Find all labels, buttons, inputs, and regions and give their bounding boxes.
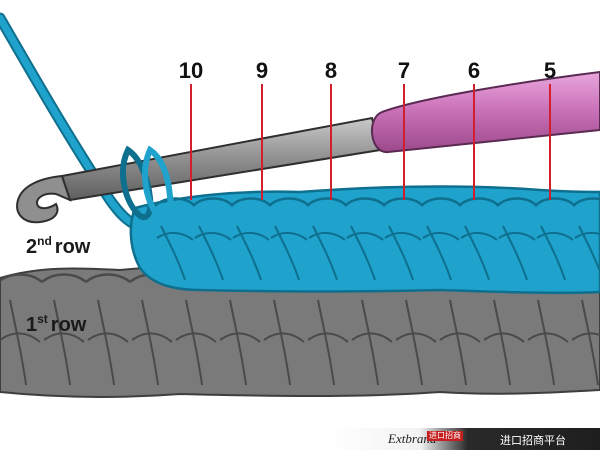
first-row-top-loop: [85, 273, 131, 284]
second-row-wrap: [384, 232, 422, 241]
watermark-brand: Extbrand: [388, 431, 437, 446]
hook-head: [16, 174, 72, 224]
first-row-post: [141, 299, 159, 386]
second-row-wrap: [346, 232, 384, 241]
watermark-brand-sub: 进口招商: [427, 431, 463, 441]
stitch-marker-label-7: 7: [398, 58, 410, 83]
hook-handle: [370, 70, 600, 153]
second-row-post: [198, 225, 224, 281]
second-row-wrap: [308, 232, 346, 241]
stitch-marker-label-5: 5: [544, 58, 556, 83]
second-row-post: [540, 225, 566, 281]
hook-loops: [120, 145, 174, 223]
second-row-suffix: nd: [37, 234, 52, 248]
second-row-top-loop: [268, 197, 310, 207]
second-row-top-loop: [344, 197, 386, 207]
second-row-top-loop: [192, 197, 234, 207]
first-row-word: row: [50, 314, 87, 336]
first-row-wrap: [395, 332, 437, 343]
crochet-hook: [16, 70, 600, 224]
first-row-post: [229, 299, 247, 386]
first-row-wrap: [483, 332, 525, 343]
second-row-loops: [154, 197, 600, 281]
second-row-ordinal: 2: [26, 236, 38, 258]
second-row-top-loop: [534, 197, 576, 207]
second-row-post: [388, 225, 414, 281]
first-row-post: [493, 299, 511, 386]
stitch-marker-label-6: 6: [468, 58, 480, 83]
hook-loop-2: [142, 145, 174, 223]
yarn-strand-inner: [0, 14, 142, 230]
first-row-suffix: st: [37, 312, 48, 326]
second-row-wrap: [460, 232, 498, 241]
second-row-wrap: [498, 232, 536, 241]
second-row-post: [464, 225, 490, 281]
first-row-post: [405, 299, 423, 386]
first-row-wrap: [131, 332, 173, 343]
second-row-wrap: [270, 232, 308, 241]
first-row-wrap: [351, 332, 393, 343]
first-row-post: [537, 299, 555, 386]
stitch-marker-label-8: 8: [325, 58, 337, 83]
watermark-platform: 进口招商平台: [500, 435, 566, 447]
first-row-wrap: [175, 332, 217, 343]
first-row-wrap: [0, 332, 41, 343]
first-row-post: [317, 299, 335, 386]
stitch-markers: 10 9 8 7 6 5: [179, 58, 556, 200]
first-row-wrap: [307, 332, 349, 343]
first-row-post: [273, 299, 291, 386]
second-row-top-loop: [420, 197, 462, 207]
first-row-wrap: [219, 332, 261, 343]
first-row-wrap: [439, 332, 481, 343]
first-row-wrap: [43, 332, 85, 343]
first-row-wrap: [527, 332, 569, 343]
second-row-wrap: [574, 232, 600, 239]
second-row-post: [350, 225, 376, 281]
first-row-post: [97, 299, 115, 386]
first-row-wrap: [571, 332, 600, 341]
second-row-post: [502, 225, 528, 281]
second-row-top-loop: [306, 197, 348, 207]
second-row-post: [236, 225, 262, 281]
first-row-post: [53, 299, 71, 386]
first-row-post: [9, 299, 27, 386]
second-row-wrap: [194, 232, 232, 241]
second-row-stitches: [129, 185, 600, 295]
second-row-wrap: [232, 232, 270, 241]
second-row-wrap: [156, 232, 194, 241]
second-row-wrap: [422, 232, 460, 241]
stitch-marker-label-10: 10: [179, 58, 203, 83]
second-row-top-loop: [230, 197, 272, 207]
hook-shaft: [60, 116, 382, 202]
second-row-post: [578, 225, 600, 275]
second-row-post: [426, 225, 452, 281]
second-row-body: [129, 185, 600, 295]
second-row-top-loop: [572, 197, 600, 207]
second-row-wrap: [536, 232, 574, 241]
second-row-post: [160, 225, 186, 281]
second-row-post: [312, 225, 338, 281]
first-row-post: [185, 299, 203, 386]
first-row-post: [449, 299, 467, 386]
first-row-top-loop: [0, 273, 43, 284]
first-row-ordinal: 1: [26, 314, 38, 336]
first-row-post: [361, 299, 379, 386]
first-row-wrap: [87, 332, 129, 343]
second-row-top-loop: [496, 197, 538, 207]
second-row-post: [274, 225, 300, 281]
second-row-top-loop: [458, 197, 500, 207]
second-row-top-loop: [154, 197, 196, 207]
first-row-top-loop: [41, 273, 87, 284]
second-row-word: row: [54, 236, 91, 258]
first-row-post: [581, 299, 599, 386]
first-row-wrap: [263, 332, 305, 343]
stitch-marker-label-9: 9: [256, 58, 268, 83]
